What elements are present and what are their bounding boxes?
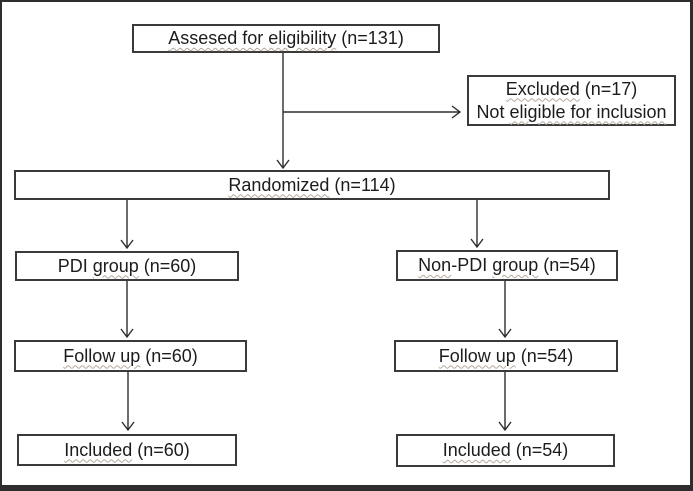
non-pdi-group-label: Non-PDI group (n=54) xyxy=(418,255,596,275)
arrow-followup-to-included-left xyxy=(121,371,135,432)
follow-up-right-box: Follow up (n=54) xyxy=(394,340,618,372)
included-left-label: Included (n=60) xyxy=(64,439,190,460)
assessed-label: Assesed for eligibility (n=131) xyxy=(168,28,404,48)
follow-up-left-box: Follow up (n=60) xyxy=(14,340,247,372)
assessed-for-eligibility-box: Assesed for eligibility (n=131) xyxy=(132,24,440,53)
included-left-box: Included (n=60) xyxy=(17,434,237,466)
included-right-label: Included (n=54) xyxy=(442,440,569,460)
arrow-randomized-to-pdi xyxy=(120,198,134,250)
arrow-followup-to-included-right xyxy=(498,371,512,432)
follow-up-right-label: Follow up (n=54) xyxy=(438,345,574,366)
pdi-group-box: PDI group (n=60) xyxy=(15,251,239,281)
pdi-group-label: PDI group (n=60) xyxy=(57,255,197,276)
included-right-box: Included (n=54) xyxy=(396,434,615,467)
excluded-label-line2: Not eligible for inclusion xyxy=(476,101,667,122)
arrow-assessed-to-randomized xyxy=(276,53,290,170)
randomized-box: Randomized (n=114) xyxy=(14,170,610,200)
randomized-label: Randomized (n=114) xyxy=(228,174,396,195)
arrow-pdi-to-followup xyxy=(120,281,134,339)
non-pdi-group-box: Non-PDI group (n=54) xyxy=(396,250,618,281)
excluded-box: Excluded (n=17) Not eligible for inclusi… xyxy=(467,75,676,126)
arrow-nonpdi-to-followup xyxy=(498,281,512,339)
arrow-branch-to-excluded xyxy=(283,105,462,119)
arrow-randomized-to-nonpdi xyxy=(470,198,484,249)
follow-up-left-label: Follow up (n=60) xyxy=(63,345,198,366)
excluded-label-line1: Excluded (n=17) xyxy=(505,78,638,99)
